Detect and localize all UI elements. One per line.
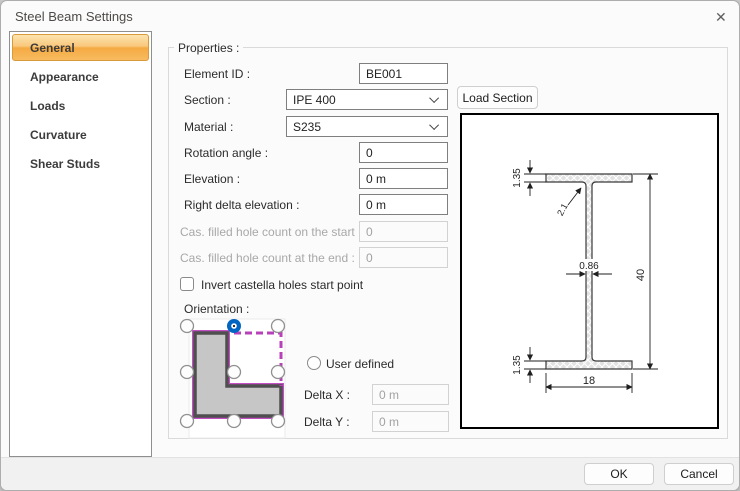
dim-label-top-flange: 1.35 — [512, 168, 523, 188]
dim-fillet-leader — [567, 187, 582, 206]
sidebar-item-label: General — [30, 40, 75, 55]
sidebar-item-general[interactable]: General — [12, 34, 149, 61]
section-selected-value: IPE 400 — [293, 92, 336, 107]
dim-label-bottom-flange: 1.35 — [512, 355, 523, 375]
orientation-radio-bottom-left[interactable] — [179, 413, 195, 429]
rotation-angle-input[interactable] — [359, 142, 448, 163]
material-label: Material : — [184, 120, 234, 134]
sidebar-item-label: Curvature — [30, 127, 87, 142]
elevation-label: Elevation : — [184, 172, 241, 186]
dim-label-width: 18 — [583, 375, 595, 387]
window-title: Steel Beam Settings — [15, 9, 133, 24]
orientation-radio-top-center-selected[interactable] — [227, 319, 241, 333]
right-delta-elevation-input[interactable] — [359, 194, 448, 215]
dim-width — [545, 373, 633, 393]
cas-hole-end-input — [359, 247, 448, 268]
user-defined-label: User defined — [326, 357, 395, 371]
orientation-picker — [179, 318, 286, 439]
sidebar-item-appearance[interactable]: Appearance — [12, 63, 149, 90]
cas-hole-start-input — [359, 221, 448, 242]
dim-label-fillet: 2.1 — [555, 202, 570, 218]
element-id-label: Element ID : — [184, 67, 251, 81]
dim-bottom-flange — [524, 347, 546, 383]
cancel-button[interactable]: Cancel — [664, 463, 734, 485]
chevron-down-icon — [429, 93, 440, 104]
sidebar-item-label: Shear Studs — [30, 156, 101, 171]
orientation-radio-bottom-center[interactable] — [226, 413, 242, 429]
elevation-input[interactable] — [359, 168, 448, 189]
beam-section-drawing: 1.35 2.1 0.86 40 — [512, 160, 658, 393]
invert-castella-label: Invert castella holes start point — [201, 278, 364, 292]
invert-castella-checkbox[interactable] — [180, 277, 194, 291]
orientation-radio-top-left[interactable] — [179, 318, 195, 334]
delta-y-label: Delta Y : — [304, 415, 350, 429]
properties-groupbox — [168, 47, 728, 439]
orientation-radio-middle-center[interactable] — [226, 364, 242, 380]
dim-label-web: 0.86 — [579, 261, 599, 272]
orientation-label: Orientation : — [184, 302, 250, 316]
ipe-profile-shape — [545, 173, 633, 370]
delta-y-input — [372, 411, 449, 432]
cas-hole-end-label: Cas. filled hole count at the end : — [180, 251, 355, 265]
chevron-down-icon — [429, 120, 440, 131]
sidebar-item-loads[interactable]: Loads — [12, 92, 149, 119]
section-preview-panel: 1.35 2.1 0.86 40 — [460, 113, 719, 429]
dim-top-flange — [524, 160, 546, 196]
section-select[interactable]: IPE 400 — [286, 89, 448, 110]
dim-web-label-bg — [572, 259, 606, 271]
delta-x-input — [372, 384, 449, 405]
user-defined-radio[interactable] — [307, 356, 321, 370]
close-icon[interactable]: ✕ — [715, 9, 727, 25]
rotation-angle-label: Rotation angle : — [184, 146, 269, 160]
ok-button[interactable]: OK — [584, 463, 654, 485]
sidebar-item-label: Loads — [30, 98, 66, 113]
orientation-radio-middle-left[interactable] — [179, 364, 195, 380]
right-delta-elevation-label: Right delta elevation : — [184, 198, 300, 212]
sidebar-item-label: Appearance — [30, 69, 99, 84]
orientation-radio-top-right[interactable] — [270, 318, 286, 334]
element-id-input[interactable] — [359, 63, 448, 84]
settings-nav-sidebar: General Appearance Loads Curvature Shear… — [9, 31, 152, 457]
material-select[interactable]: S235 — [286, 116, 448, 137]
section-label: Section : — [184, 93, 231, 107]
sidebar-item-curvature[interactable]: Curvature — [12, 121, 149, 148]
dim-height — [633, 173, 658, 370]
cas-hole-start-label: Cas. filled hole count on the start : — [180, 225, 362, 239]
sidebar-item-shear-studs[interactable]: Shear Studs — [12, 150, 149, 177]
load-section-button[interactable]: Load Section — [457, 86, 538, 109]
delta-x-label: Delta X : — [304, 388, 351, 402]
orientation-radio-bottom-right[interactable] — [270, 413, 286, 429]
material-selected-value: S235 — [293, 119, 322, 134]
orientation-radio-middle-right[interactable] — [270, 364, 286, 380]
dim-label-height: 40 — [635, 269, 647, 281]
properties-group-label: Properties : — [174, 41, 244, 55]
